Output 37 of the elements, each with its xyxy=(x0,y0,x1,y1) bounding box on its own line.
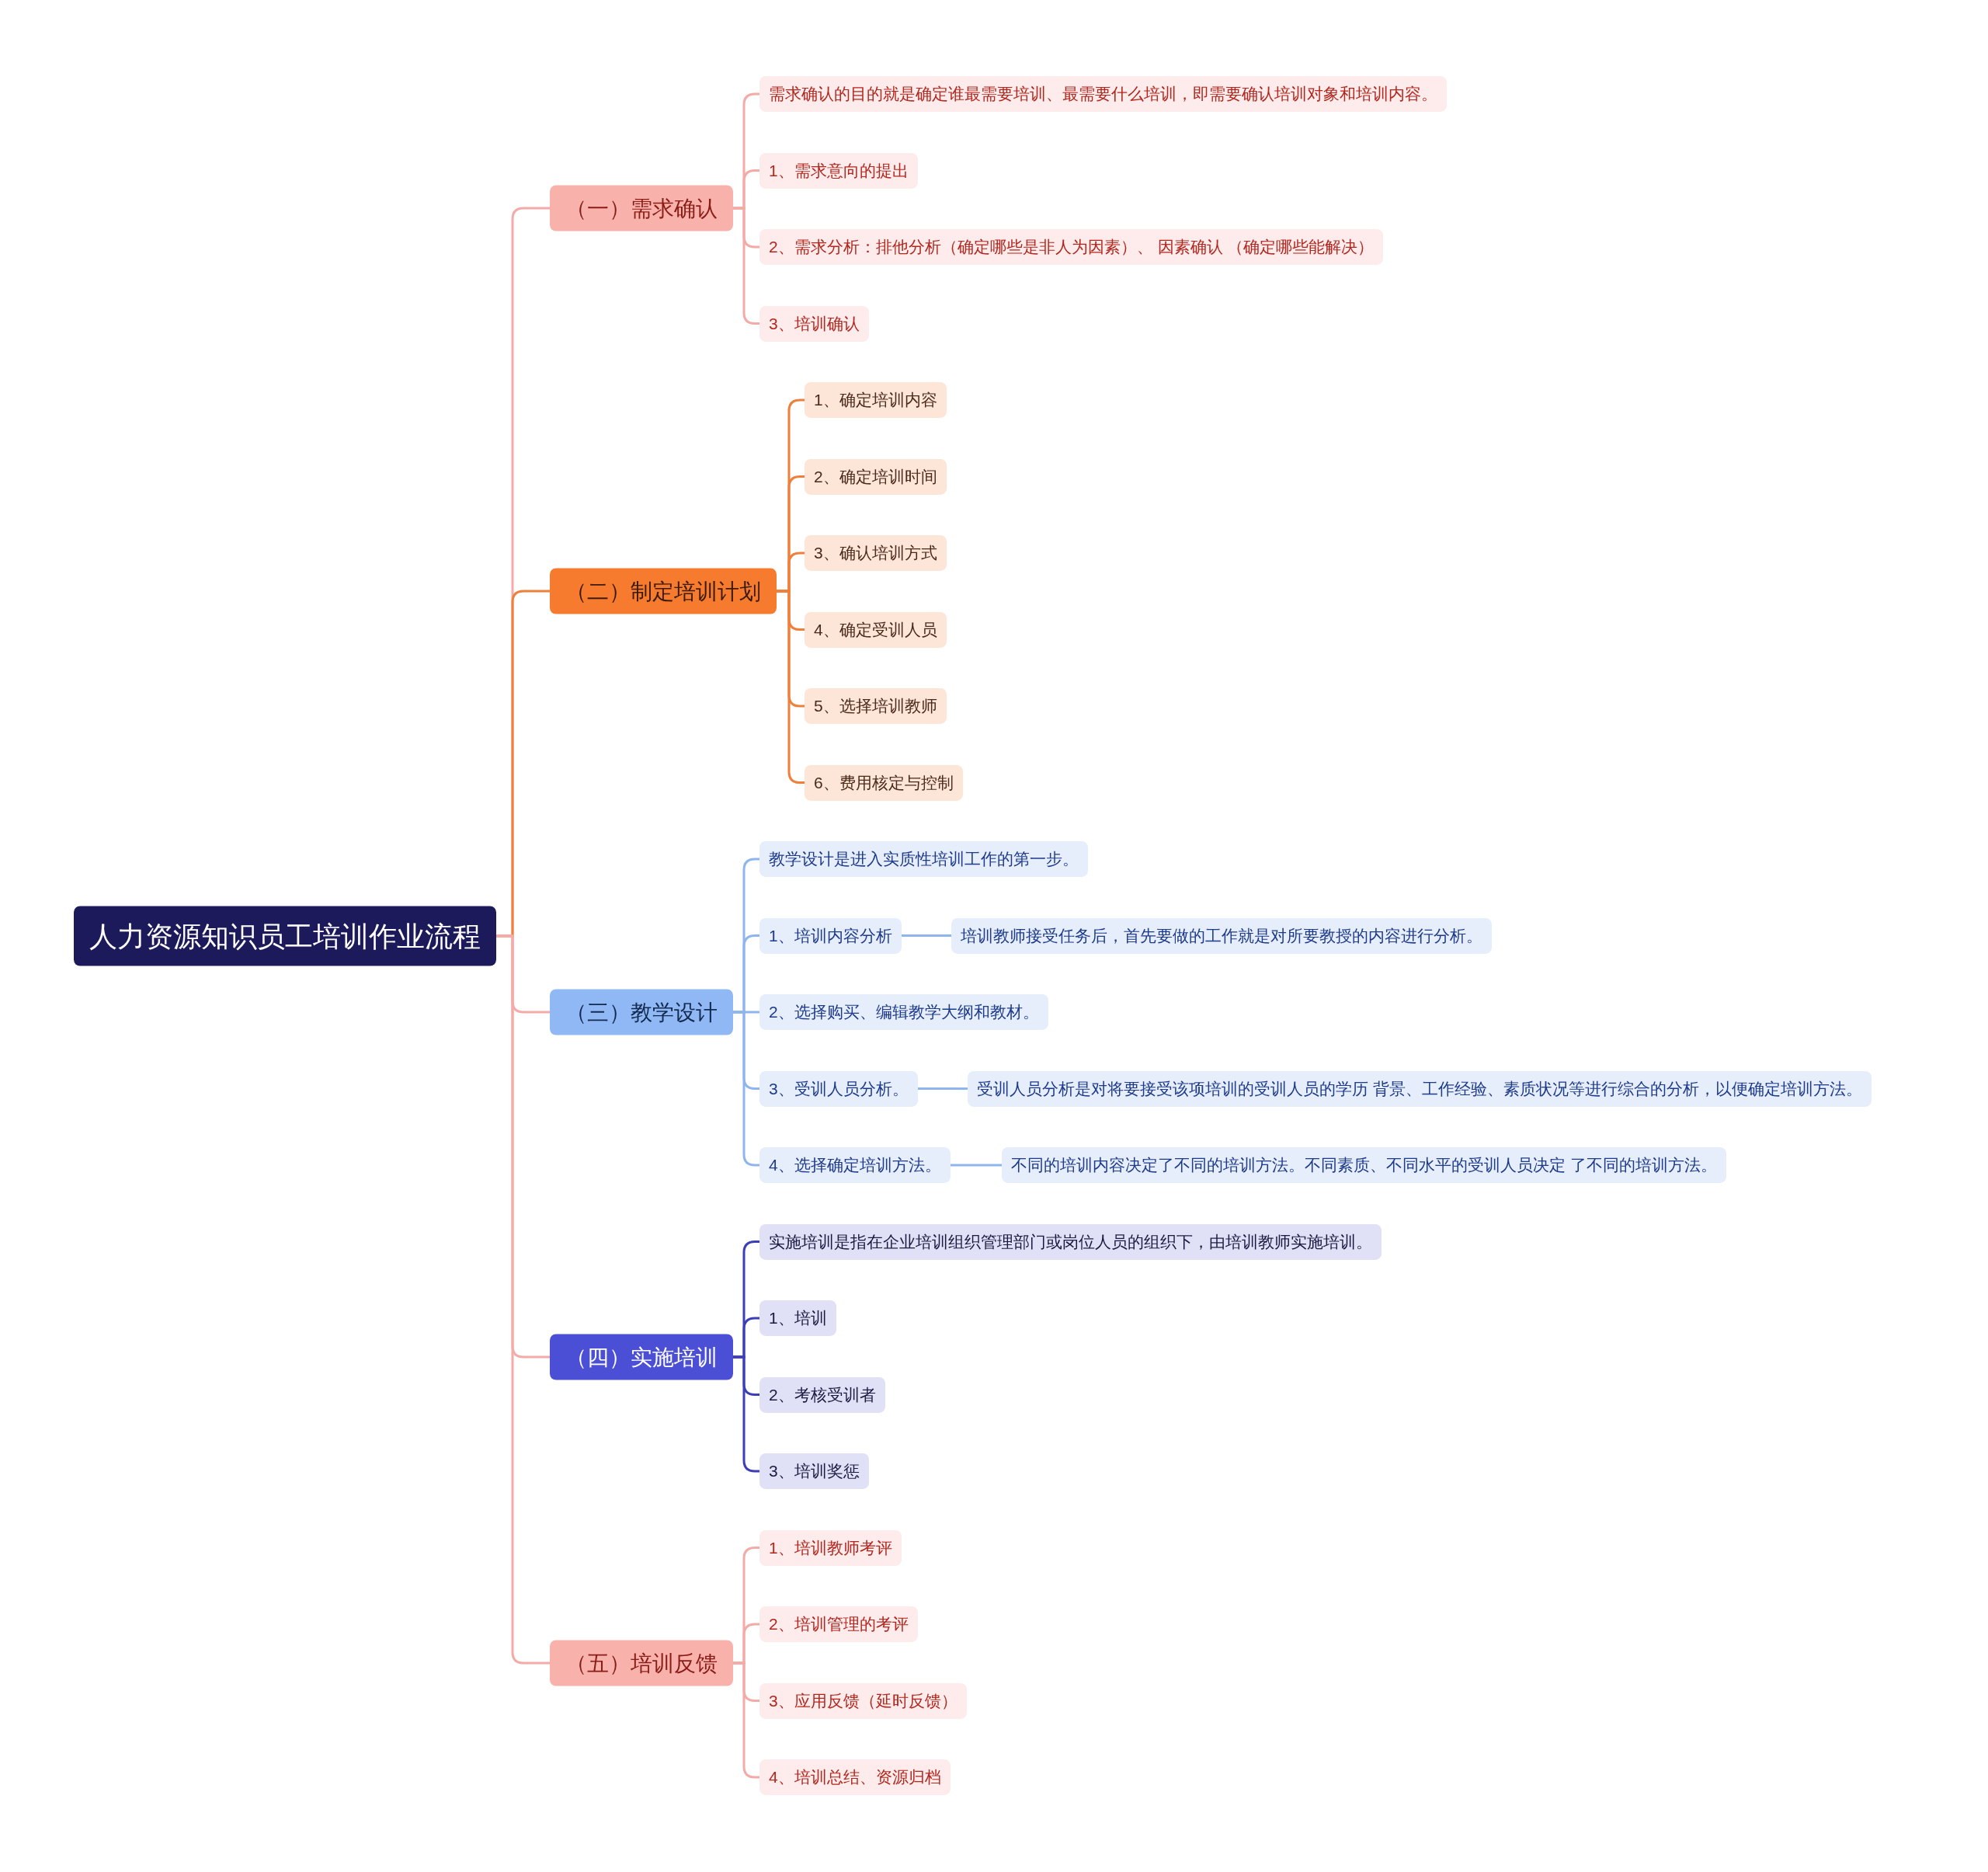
subtopic: 3、应用反馈（延时反馈） xyxy=(759,1682,967,1719)
subtopic: 实施培训是指在企业培训组织管理部门或岗位人员的组织下，由培训教师实施培训。 xyxy=(759,1223,1382,1260)
connector-line xyxy=(901,934,951,937)
subtopic: 不同的培训内容决定了不同的培训方法。不同素质、不同水平的受训人员决定 了不同的培训方法。 xyxy=(1002,1147,1726,1184)
subtopic: 3、确认培训方式 xyxy=(805,534,947,572)
subtopic: 3、培训确认 xyxy=(759,305,869,342)
connector-line xyxy=(950,1164,1002,1167)
subtopic: 1、培训 xyxy=(759,1300,836,1337)
branch-topic: （二）制定培训计划 xyxy=(550,568,777,614)
subtopic: 4、确定受训人员 xyxy=(805,611,947,648)
subtopic: 教学设计是进入实质性培训工作的第一步。 xyxy=(759,840,1088,878)
root-topic: 人力资源知识员工培训作业流程 xyxy=(74,906,496,966)
connector-line xyxy=(733,207,759,325)
subtopic: 4、培训总结、资源归档 xyxy=(759,1759,951,1796)
subtopic: 4、选择确定培训方法。 xyxy=(759,1147,951,1184)
subtopic: 培训教师接受任务后，首先要做的工作就是对所要教授的内容进行分析。 xyxy=(951,917,1492,954)
branch-topic: （一）需求确认 xyxy=(550,185,733,231)
subtopic: 受训人员分析是对将要接受该项培训的受训人员的学历 背景、工作经验、素质状况等进行综合的分析，以便确定培训方法。 xyxy=(968,1070,1872,1107)
subtopic: 6、费用核定与控制 xyxy=(805,764,963,801)
subtopic: 1、培训内容分析 xyxy=(759,917,902,954)
connector-line xyxy=(917,1087,968,1090)
subtopic: 1、需求意向的提出 xyxy=(759,152,918,189)
subtopic: 5、选择培训教师 xyxy=(805,687,947,725)
branch-topic: （五）培训反馈 xyxy=(550,1640,733,1686)
subtopic: 需求确认的目的就是确定谁最需要培训、最需要什么培训，即需要确认培训对象和培训内容。 xyxy=(759,75,1447,113)
subtopic: 1、确定培训内容 xyxy=(805,381,947,419)
subtopic: 2、选择购买、编辑教学大纲和教材。 xyxy=(759,993,1048,1031)
branch-topic: （四）实施培训 xyxy=(550,1334,733,1380)
subtopic: 2、培训管理的考评 xyxy=(759,1606,918,1643)
connector-line xyxy=(733,1661,759,1779)
branch-topic: （三）教学设计 xyxy=(550,989,733,1035)
subtopic: 3、培训奖惩 xyxy=(759,1453,869,1490)
subtopic: 2、考核受训者 xyxy=(759,1376,885,1413)
subtopic: 2、需求分析：排他分析（确定哪些是非人为因素）、 因素确认 （确定哪些能解决） xyxy=(759,228,1384,266)
subtopic: 3、受训人员分析。 xyxy=(759,1070,918,1107)
subtopic: 2、确定培训时间 xyxy=(805,458,947,495)
subtopic: 1、培训教师考评 xyxy=(759,1529,902,1566)
